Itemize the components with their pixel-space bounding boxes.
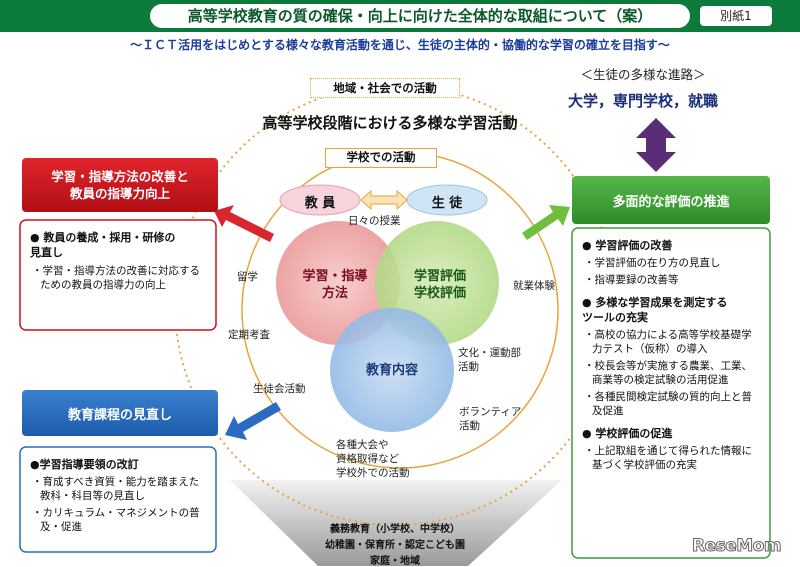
career-path-value: 大学，専門学校，就職	[567, 92, 718, 110]
attachment-label: 別紙1	[700, 6, 772, 26]
evaluation-promotion-panel: ● 学習評価の改善 ・学習評価の在り方の見直し ・指導要録の改善等 ● 多様な学…	[574, 232, 768, 478]
list-item: ・学習評価の在り方の見直し	[584, 257, 721, 269]
measurement-tools-bullet: ● 多様な学習成果を測定する ツールの充実	[582, 296, 728, 324]
list-item: ・上記取組を通じて得られた情報に基づく学校評価の充実	[584, 445, 752, 471]
list-item: ・指導要録の改善等	[584, 274, 679, 286]
teacher-student-arrow	[360, 189, 408, 211]
curriculum-review-heading: 教育課程の見直し	[22, 390, 218, 436]
list-item: ・学習・指導方法の改善に対応するための教員の指導力の向上	[32, 265, 200, 291]
compulsory-education-label: 義務教育（小学校、中学校）	[330, 524, 460, 535]
student-council-label: 生徒会活動	[253, 383, 306, 395]
regular-exam-label: 定期考査	[228, 329, 270, 341]
volunteer-label: ボランティア 活動	[459, 406, 522, 432]
work-experience-label: 就業体験	[513, 280, 555, 292]
teaching-improvement-heading: 学習・指導方法の改善と 教員の指導力向上	[22, 158, 218, 212]
competitions-label: 各種大会や 資格取得など 学校外での活動	[336, 439, 410, 479]
list-item: ・高校の協力による高等学校基礎学力テスト（仮称）の導入	[584, 329, 752, 355]
school-activity-label: 学校での活動	[325, 148, 437, 168]
resemom-watermark: ReseMom	[691, 536, 782, 557]
page-title: 高等学校教育の質の確保・向上に向けた全体的な取組について（案）	[150, 4, 690, 28]
course-guideline-bullet: ●学習指導要領の改訂	[30, 458, 139, 471]
evaluation-promotion-heading: 多面的な評価の推進	[572, 176, 770, 224]
list-item: ・カリキュラム・マネジメントの普及・促進	[32, 507, 200, 533]
learning-evaluation-bullet: ● 学習評価の改善	[582, 239, 673, 252]
career-path-label: ＜生徒の多様な進路＞	[580, 67, 706, 82]
preschool-label: 幼稚園・保育所・認定こども園	[325, 540, 465, 551]
teaching-improvement-panel: ● 教員の養成・採用・研修の 見直し ・学習・指導方法の改善に対応するための教員…	[22, 224, 214, 298]
content-circle	[330, 308, 454, 432]
teacher-label: 教 員	[304, 196, 336, 211]
teacher-training-bullet: ● 教員の養成・採用・研修の 見直し	[30, 231, 176, 259]
culture-sports-label: 文化・運動部 活動	[458, 347, 521, 373]
list-item: ・各種民間検定試験の質的向上と普及促進	[584, 391, 752, 417]
subtitle: ～ＩＣＴ活用をはじめとする様々な教育活動を通じ、生徒の主体的・協働的な学習の確立…	[130, 38, 670, 52]
daily-class-label: 日々の授業	[348, 215, 401, 227]
evaluation-label: 学習評価 学校評価	[413, 269, 466, 301]
purple-double-arrow-icon	[636, 118, 676, 172]
list-item: ・校長会等が実施する農業、工業、商業等の検定試験の活用促進	[584, 360, 752, 386]
list-item: ・育成すべき資質・能力を踏まえた教科・科目等の見直し	[32, 476, 200, 502]
study-abroad-label: 留学	[237, 271, 258, 283]
content-label: 教育内容	[365, 363, 418, 378]
teaching-method-label: 学習・指導 方法	[302, 269, 368, 301]
foundation-funnel	[230, 480, 562, 566]
teacher-ellipse	[279, 184, 361, 216]
community-label: 地域・社会での活動	[310, 78, 460, 98]
school-evaluation-bullet: ● 学校評価の促進	[582, 427, 673, 440]
home-community-label: 家庭・地域	[370, 556, 420, 567]
student-label: 生 徒	[431, 196, 463, 211]
curriculum-review-panel: ●学習指導要領の改訂 ・育成すべき資質・能力を踏まえた教科・科目等の見直し ・カ…	[22, 451, 214, 540]
red-arrow-icon	[214, 205, 274, 242]
main-activity-title: 高等学校段階における多様な学習活動	[262, 114, 518, 132]
green-arrow-icon	[522, 205, 570, 240]
blue-arrow-icon	[225, 402, 281, 440]
